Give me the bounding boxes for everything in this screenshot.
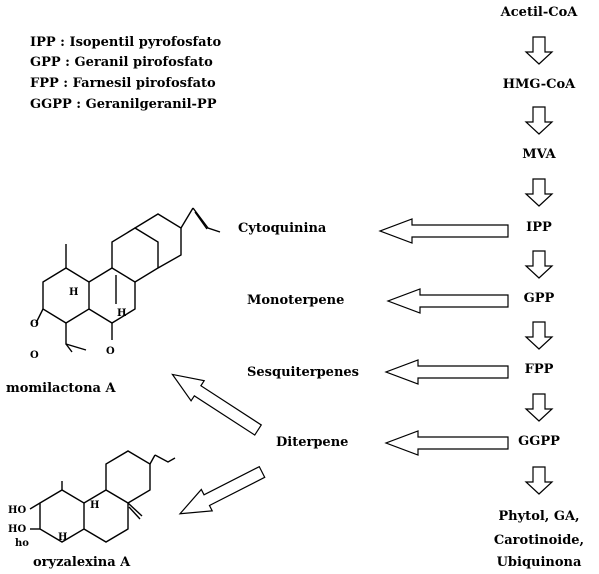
branch-cytoquinina: Cytoquinina	[238, 221, 327, 236]
hydrogen-atom-label: H	[117, 308, 126, 319]
down-arrow-icon	[524, 36, 554, 65]
hydrogen-atom-label: H	[69, 287, 78, 298]
compound-name-momilactona-a: momilactona A	[6, 381, 116, 396]
down-arrow-icon	[524, 466, 554, 495]
end-product-line-1: Phytol, GA,	[498, 509, 579, 524]
hydroxyl-label: ho	[15, 538, 29, 549]
hydrogen-atom-label: H	[58, 532, 67, 543]
pathway-gpp: GPP	[524, 291, 555, 306]
down-arrow-icon	[524, 106, 554, 135]
diagonal-arrow-icon	[178, 465, 266, 515]
branch-labels: Cytoquinina Monoterpene Sesquiterpenes D…	[238, 221, 359, 450]
abbreviation-legend: IPP : Isopentil pyrofosfato GPP : Gerani…	[30, 35, 222, 112]
down-arrow-icon	[524, 321, 554, 350]
hydroxyl-label: HO	[8, 505, 26, 516]
legend-entry-gpp: GPP : Geranil pirofosfato	[30, 55, 213, 70]
diagonal-arrow-icon	[171, 373, 263, 436]
oxygen-atom-label: O	[30, 319, 39, 330]
hydroxyl-label: HO	[8, 524, 26, 535]
end-product-line-3: Ubiquinona	[497, 555, 582, 570]
left-arrow-icon	[378, 218, 509, 244]
down-arrow-icon	[524, 178, 554, 207]
down-arrow-icon	[524, 250, 554, 279]
oryzalexin-a-structure: HO HO ho H H oryzalexina A	[8, 450, 176, 570]
pathway-mva: MVA	[522, 147, 556, 162]
left-arrow-icon	[384, 359, 509, 385]
branch-diterpene: Diterpene	[276, 435, 348, 450]
branch-monoterpene: Monoterpene	[247, 293, 344, 308]
pathway-fpp: FPP	[525, 362, 554, 377]
legend-entry-ggpp: GGPP : Geranilgeranil-PP	[30, 97, 217, 112]
left-arrow-icon	[384, 430, 509, 456]
branch-sesquiterpenes: Sesquiterpenes	[247, 365, 359, 380]
pathway-ipp: IPP	[526, 220, 552, 235]
end-product-line-2: Carotinoide,	[494, 533, 584, 548]
pathway-acetil-coa: Acetil-CoA	[500, 5, 579, 20]
pathway-ggpp: GGPP	[518, 434, 560, 449]
diagonal-arrows	[171, 373, 266, 515]
left-arrow-icon	[386, 288, 509, 314]
oxygen-atom-label: O	[106, 346, 115, 357]
down-arrow-icon	[524, 393, 554, 422]
legend-entry-ipp: IPP : Isopentil pyrofosfato	[30, 35, 222, 50]
pathway-column: Acetil-CoA HMG-CoA MVA IPP GPP FPP GGPP …	[494, 5, 584, 570]
down-arrows	[524, 36, 554, 495]
oxygen-atom-label: O	[30, 350, 39, 361]
momilactone-a-structure: O O H H O momilactona A	[6, 207, 221, 396]
branch-arrows	[378, 218, 509, 456]
hydrogen-atom-label: H	[90, 500, 99, 511]
legend-entry-fpp: FPP : Farnesil pirofosfato	[30, 76, 216, 91]
pathway-hmg-coa: HMG-CoA	[503, 77, 576, 92]
compound-name-oryzalexina-a: oryzalexina A	[33, 555, 131, 570]
